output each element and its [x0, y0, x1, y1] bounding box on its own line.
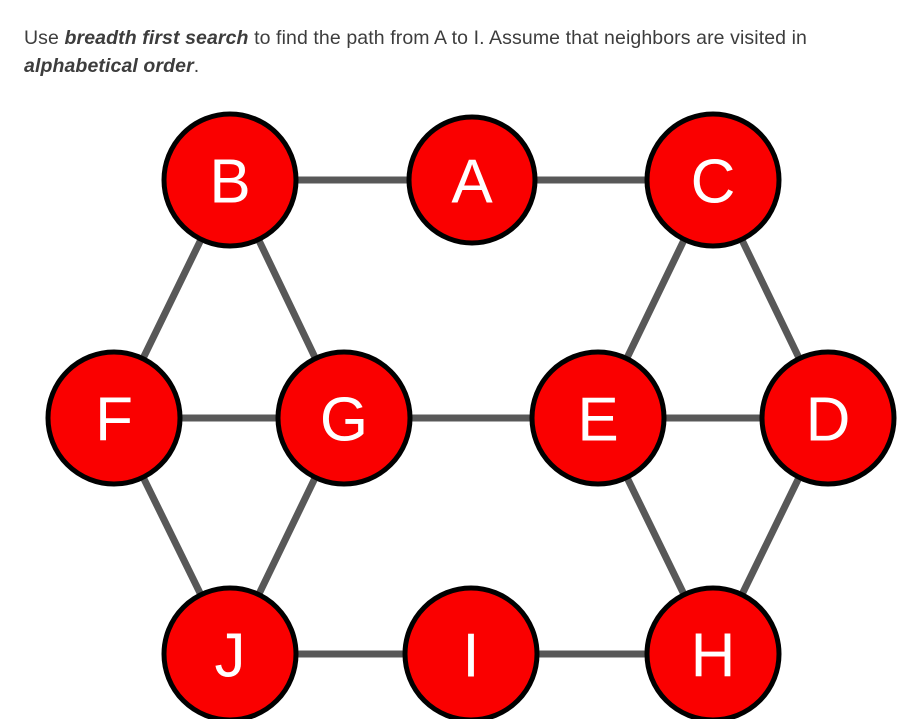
- node-label-d: D: [806, 386, 851, 455]
- node-label-i: I: [462, 622, 479, 691]
- node-label-g: G: [320, 386, 368, 455]
- graph-edge-e-h: [622, 473, 689, 599]
- node-circle-a[interactable]: [406, 114, 538, 246]
- node-circle-h[interactable]: [644, 585, 782, 719]
- node-label-c: C: [691, 148, 736, 217]
- graph-node-j[interactable]: J: [161, 585, 299, 719]
- prompt-text-part-2: to find the path from A to I. Assume tha…: [248, 26, 807, 49]
- node-circle-c[interactable]: [644, 111, 782, 249]
- graph-edge-d-h: [737, 473, 804, 599]
- node-circle-i[interactable]: [402, 585, 540, 719]
- graph-node-a[interactable]: A: [406, 114, 538, 246]
- prompt-emphasis-breadth-first-search: breadth first search: [64, 26, 249, 49]
- node-label-e: E: [577, 386, 618, 455]
- node-label-f: F: [95, 386, 133, 455]
- graph-edge-g-j: [254, 474, 320, 598]
- graph-node-e[interactable]: E: [529, 349, 667, 487]
- graph-edge-b-g: [254, 236, 320, 362]
- graph-node-f[interactable]: F: [45, 349, 183, 487]
- graph-node-h[interactable]: H: [644, 585, 782, 719]
- node-label-a: A: [451, 148, 493, 217]
- graph-node-d[interactable]: D: [759, 349, 897, 487]
- edges-layer: [138, 176, 804, 658]
- node-circle-d[interactable]: [759, 349, 897, 487]
- graph-edge-f-j: [139, 473, 205, 599]
- node-label-j: J: [215, 622, 246, 691]
- node-label-h: H: [691, 622, 736, 691]
- node-circle-j[interactable]: [161, 585, 299, 719]
- node-circle-e[interactable]: [529, 349, 667, 487]
- node-circle-g[interactable]: [275, 349, 413, 487]
- prompt-emphasis-alphabetical-order: alphabetical order: [24, 54, 194, 77]
- question-prompt: Use breadth first search to find the pat…: [24, 24, 884, 80]
- graph-node-g[interactable]: G: [275, 349, 413, 487]
- graph-node-c[interactable]: C: [644, 111, 782, 249]
- node-label-b: B: [209, 148, 250, 217]
- node-circle-f[interactable]: [45, 349, 183, 487]
- graph-node-i[interactable]: I: [402, 585, 540, 719]
- node-circle-b[interactable]: [161, 111, 299, 249]
- graph-edge-c-d: [737, 236, 804, 362]
- graph-node-b[interactable]: B: [161, 111, 299, 249]
- graph-edge-c-e: [622, 236, 689, 362]
- prompt-text-part-3: .: [193, 54, 200, 77]
- graph-edge-b-f: [138, 235, 206, 363]
- nodes-layer: B A C F G E D J I H: [45, 111, 897, 719]
- prompt-text-part-1: Use: [24, 26, 65, 49]
